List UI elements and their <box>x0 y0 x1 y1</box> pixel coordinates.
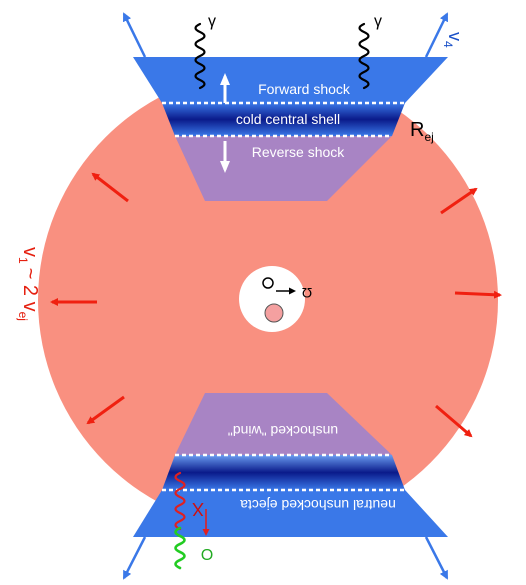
pulsar-small <box>262 277 274 289</box>
neutral-ejecta-region <box>133 490 448 537</box>
gamma-label-left: γ <box>208 13 216 30</box>
neutral-ejecta-label: neutral unshocked ejecta <box>240 497 396 513</box>
gamma-label-right: γ <box>374 13 382 30</box>
red-arrow-right-upper <box>440 187 478 215</box>
red-arrow-left-lower <box>86 395 125 425</box>
o-mark: O <box>201 545 213 562</box>
blue-arrow-top-left <box>122 12 147 58</box>
cold-central-shell-label: cold central shell <box>236 111 340 127</box>
blue-arrow-top-right <box>424 12 449 58</box>
blue-arrow-bottom-left <box>122 536 147 580</box>
red-arrow-left-upper <box>91 172 129 203</box>
reverse-shock-region <box>175 136 392 201</box>
cross-mark: X <box>192 499 204 519</box>
red-wave <box>174 471 186 531</box>
unshocked-wind-region <box>175 393 392 455</box>
pulsar-star <box>264 303 284 323</box>
omega-label: Ω <box>302 285 312 301</box>
v1-label: v1~ 2 vej <box>16 247 41 321</box>
lower-shell-band <box>162 455 405 490</box>
red-arrow-right-middle <box>454 290 502 299</box>
cold-central-shell-band <box>162 103 405 136</box>
central-cavity <box>239 266 305 332</box>
gamma-wave-left <box>194 22 206 90</box>
reverse-shock-label: Reverse shock <box>252 144 346 160</box>
r-ej-label: Rej <box>410 119 434 144</box>
blue-arrow-bottom-right <box>424 536 449 580</box>
gamma-wave-right <box>358 22 370 90</box>
green-wave <box>174 526 186 570</box>
red-arrow-right-lower <box>435 404 473 438</box>
forward-shock-label: Forward shock <box>258 81 351 97</box>
unshocked-wind-label: unshocked "wind" <box>228 423 338 439</box>
v4-label: v4 <box>441 32 465 48</box>
